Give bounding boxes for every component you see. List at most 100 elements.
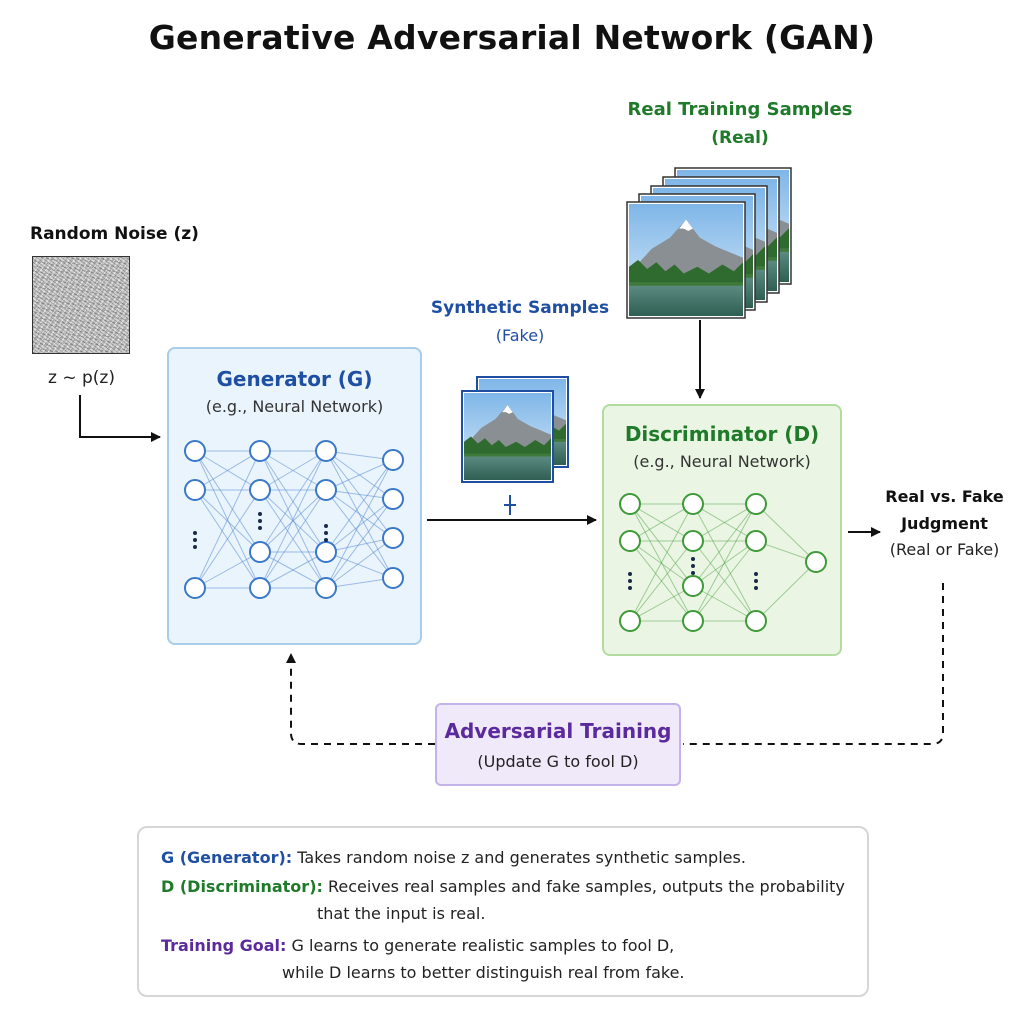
legend-box: G (Generator): Takes random noise z and … xyxy=(137,826,869,997)
network-connection xyxy=(692,540,757,622)
network-node xyxy=(382,527,404,549)
network-connection xyxy=(259,489,327,553)
network-connection xyxy=(629,585,694,622)
network-node xyxy=(249,541,271,563)
ellipsis-dot xyxy=(754,572,758,576)
ellipsis-dot xyxy=(193,545,197,549)
synthetic-samples-title: Synthetic Samples xyxy=(430,298,610,318)
network-connection xyxy=(755,503,817,563)
network-node xyxy=(315,541,337,563)
network-node xyxy=(682,530,704,552)
ellipsis-dot xyxy=(691,571,695,575)
discriminator-subtitle: (e.g., Neural Network) xyxy=(633,452,811,471)
noise-title: Random Noise (z) xyxy=(30,224,199,244)
network-node xyxy=(745,493,767,515)
network-connection xyxy=(325,489,394,579)
network-connection xyxy=(629,503,694,622)
network-connection xyxy=(194,551,261,589)
network-node xyxy=(619,530,641,552)
network-connection xyxy=(629,503,694,542)
network-connection xyxy=(325,551,394,579)
network-connection xyxy=(692,503,757,622)
network-node xyxy=(249,577,271,599)
network-connection xyxy=(259,489,327,589)
ellipsis-dot xyxy=(258,526,262,530)
network-connection xyxy=(325,459,394,589)
ellipsis-dot xyxy=(691,557,695,561)
network-node xyxy=(682,575,704,597)
sample-cross-icon xyxy=(504,495,516,515)
network-connection xyxy=(259,450,327,491)
network-connection xyxy=(692,503,757,542)
network-node xyxy=(315,440,337,462)
legend-discriminator-text-2: that the input is real. xyxy=(317,904,486,923)
network-node xyxy=(315,479,337,501)
synthetic-sample-images xyxy=(461,376,569,483)
legend-goal-text-2: while D learns to better distinguish rea… xyxy=(282,963,685,982)
network-connection xyxy=(692,503,757,587)
network-connection xyxy=(325,459,394,491)
legend-generator-text: Takes random noise z and generates synth… xyxy=(297,848,746,867)
generator-box: Generator (G) (e.g., Neural Network) xyxy=(167,347,422,645)
network-node xyxy=(382,449,404,471)
ellipsis-dot xyxy=(258,519,262,523)
adversarial-training-box: Adversarial Training (Update G to fool D… xyxy=(435,703,681,786)
legend-goal: Training Goal: G learns to generate real… xyxy=(161,934,674,958)
discriminator-title: Discriminator (D) xyxy=(624,422,820,446)
judgment-title-line1: Real vs. Fake xyxy=(885,487,1004,506)
noise-image xyxy=(32,256,130,354)
network-node xyxy=(619,493,641,515)
network-node xyxy=(682,610,704,632)
network-connection xyxy=(325,577,394,589)
legend-discriminator-key: D (Discriminator): xyxy=(161,877,323,896)
network-node xyxy=(382,488,404,510)
network-connection xyxy=(194,450,261,589)
generator-title: Generator (G) xyxy=(216,367,373,391)
network-connection xyxy=(755,561,817,622)
network-connection xyxy=(629,540,694,622)
network-connection xyxy=(194,450,261,491)
judgment-title-line2: Judgment xyxy=(901,514,988,533)
network-connection xyxy=(259,450,327,589)
ellipsis-dot xyxy=(324,531,328,535)
ellipsis-dot xyxy=(691,564,695,568)
network-node xyxy=(682,493,704,515)
network-node xyxy=(249,440,271,462)
synthetic-samples-subtitle: (Fake) xyxy=(495,326,545,345)
noise-distribution: z ~ p(z) xyxy=(48,368,115,388)
network-connection xyxy=(325,489,394,539)
ellipsis-dot xyxy=(628,586,632,590)
network-node xyxy=(745,610,767,632)
network-connection xyxy=(325,537,394,589)
network-connection xyxy=(194,489,261,553)
network-connection xyxy=(259,551,327,589)
legend-discriminator-text-1: Receives real samples and fake samples, … xyxy=(328,877,845,896)
network-connection xyxy=(194,489,261,589)
ellipsis-dot xyxy=(754,586,758,590)
ellipsis-dot xyxy=(628,572,632,576)
legend-discriminator: D (Discriminator): Receives real samples… xyxy=(161,875,845,899)
legend-goal-text-1: G learns to generate realistic samples t… xyxy=(291,936,675,955)
ellipsis-dot xyxy=(324,524,328,528)
network-node xyxy=(249,479,271,501)
feedback-dashed-right xyxy=(683,583,944,745)
network-node xyxy=(315,577,337,599)
legend-goal-key: Training Goal: xyxy=(161,936,287,955)
network-connection xyxy=(325,537,394,553)
network-connection xyxy=(325,450,394,461)
network-connection xyxy=(325,498,394,553)
network-connection xyxy=(325,489,394,500)
legend-generator-key: G (Generator): xyxy=(161,848,293,867)
real-samples-title: Real Training Samples xyxy=(627,99,853,120)
ellipsis-dot xyxy=(193,531,197,535)
judgment-subtitle: (Real or Fake) xyxy=(889,540,1000,559)
network-connection xyxy=(325,498,394,589)
adversarial-training-subtitle: (Update G to fool D) xyxy=(477,752,639,771)
judgment-title: Real vs. Fake Judgment xyxy=(872,483,1017,537)
network-connection xyxy=(259,450,327,553)
feedback-dashed-left xyxy=(286,653,435,745)
ellipsis-dot xyxy=(324,538,328,542)
legend-generator: G (Generator): Takes random noise z and … xyxy=(161,846,746,870)
real-sample-images xyxy=(626,167,792,319)
network-node xyxy=(619,610,641,632)
